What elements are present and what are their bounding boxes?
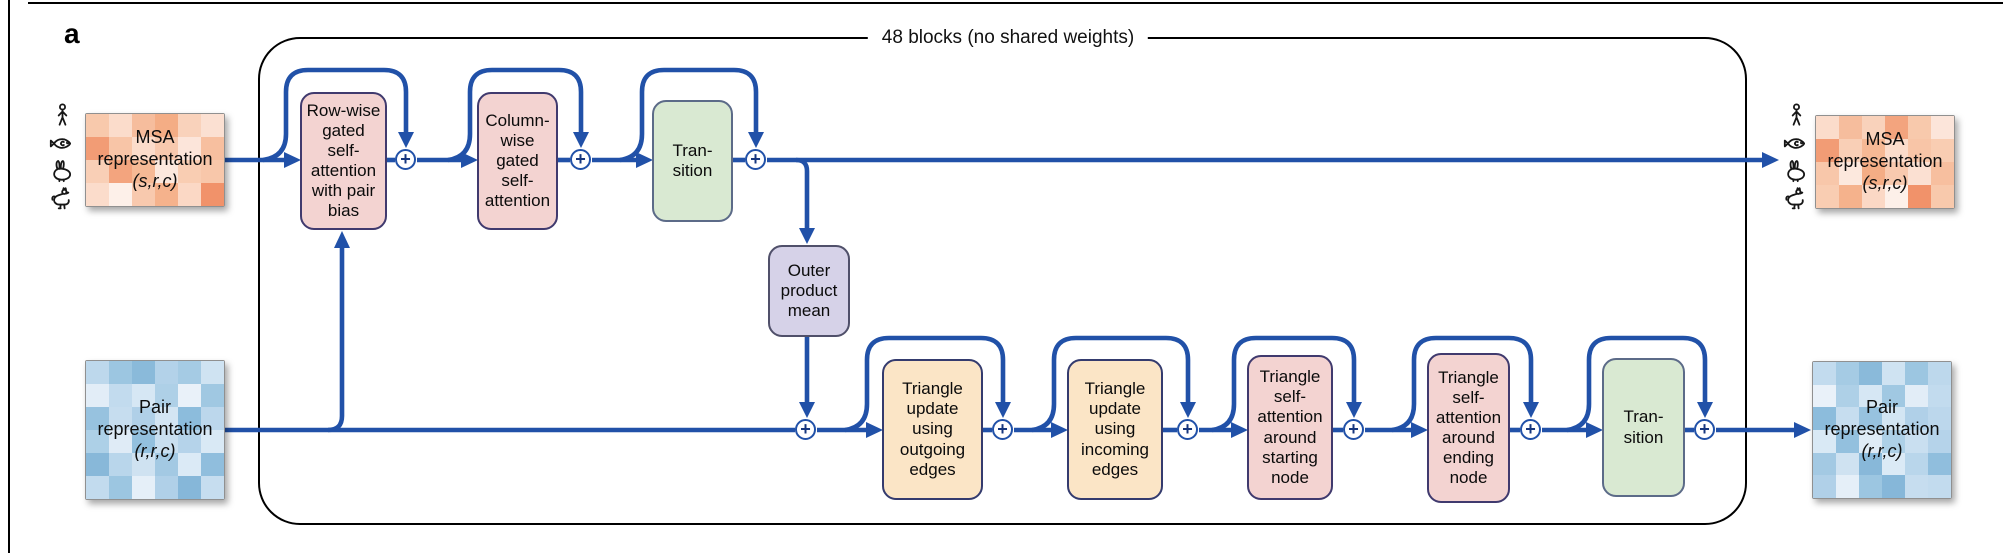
pair-representation-output: Pair representation (r,r,c) xyxy=(1812,361,1952,499)
pair-output-heatmap xyxy=(1813,362,1951,498)
residual-add-icon: + xyxy=(745,149,766,170)
pair-input-label: Pair representation (r,r,c) xyxy=(86,361,224,499)
pair-input-heatmap xyxy=(86,361,224,499)
species-icons-right xyxy=(1783,102,1811,213)
msa-input-label: MSA representation (s,r,c) xyxy=(86,114,224,206)
pair-skip-arc xyxy=(1391,335,1534,433)
rooster-icon xyxy=(1785,187,1804,210)
block-triangle-self-attention-starting-node: Triangle self- attention around starting… xyxy=(1247,355,1333,500)
rep-dims: (s,r,c) xyxy=(132,170,178,191)
pair-skip-arc xyxy=(1566,335,1708,433)
figure-left-border xyxy=(8,0,10,553)
block-row-wise-gated-self-attention: Row-wise gated self- attention with pair… xyxy=(300,92,387,230)
residual-add-icon: + xyxy=(1520,419,1541,440)
rabbit-icon xyxy=(1787,160,1806,183)
rep-name: MSA representation xyxy=(1827,129,1943,172)
block-triangle-update-incoming-edges: Triangle update using incoming edges xyxy=(1067,359,1163,500)
human-icon xyxy=(57,103,68,126)
msa-output-heatmap xyxy=(1816,116,1954,208)
pair-skip-arc xyxy=(1211,335,1357,433)
arrowheads xyxy=(284,132,1811,438)
rep-name: MSA representation xyxy=(97,127,213,170)
human-icon xyxy=(1791,103,1802,126)
pair-skip-arc xyxy=(1031,335,1191,433)
msa-representation-output: MSA representation (s,r,c) xyxy=(1815,115,1955,209)
pair-bias-branch xyxy=(327,247,345,433)
block-msa-transition: Tran- sition xyxy=(652,100,733,222)
species-icons-left xyxy=(49,102,77,213)
rep-dims: (s,r,c) xyxy=(1862,172,1908,193)
pair-skip-arc xyxy=(844,335,1006,433)
block-pair-transition: Tran- sition xyxy=(1602,358,1685,497)
residual-add-icon: + xyxy=(992,419,1013,440)
msa-skip-arc xyxy=(619,67,759,163)
msa-representation-input: MSA representation (s,r,c) xyxy=(85,113,225,207)
msa-output-label: MSA representation (s,r,c) xyxy=(1816,116,1954,208)
rep-dims: (r,r,c) xyxy=(1861,440,1903,461)
blocks-loop-label: 48 blocks (no shared weights) xyxy=(867,27,1149,49)
rooster-icon xyxy=(51,187,70,210)
residual-add-icon: + xyxy=(395,149,416,170)
msa-skip-arc xyxy=(262,67,409,163)
fish-icon xyxy=(49,138,72,149)
rep-name: Pair representation xyxy=(1824,397,1940,440)
block-triangle-update-outgoing-edges: Triangle update using outgoing edges xyxy=(882,359,983,500)
residual-add-icon: + xyxy=(1694,419,1715,440)
msa-input-heatmap xyxy=(86,114,224,206)
pair-output-label: Pair representation (r,r,c) xyxy=(1813,362,1951,498)
residual-add-icon: + xyxy=(570,149,591,170)
fish-icon xyxy=(1783,138,1806,149)
rep-dims: (r,r,c) xyxy=(134,440,176,461)
panel-label: a xyxy=(64,18,80,49)
block-column-wise-gated-self-attention: Column- wise gated self- attention xyxy=(477,92,558,230)
block-outer-product-mean: Outer product mean xyxy=(768,245,850,337)
figure-top-border xyxy=(28,2,2003,4)
pair-representation-input: Pair representation (r,r,c) xyxy=(85,360,225,500)
residual-add-icon: + xyxy=(795,419,816,440)
rabbit-icon xyxy=(53,160,72,183)
residual-add-icon: + xyxy=(1343,419,1364,440)
rep-name: Pair representation xyxy=(97,397,213,440)
msa-to-opm xyxy=(795,157,810,229)
msa-skip-arc xyxy=(447,67,584,163)
residual-add-icon: + xyxy=(1177,419,1198,440)
block-triangle-self-attention-ending-node: Triangle self- attention around ending n… xyxy=(1427,353,1510,503)
